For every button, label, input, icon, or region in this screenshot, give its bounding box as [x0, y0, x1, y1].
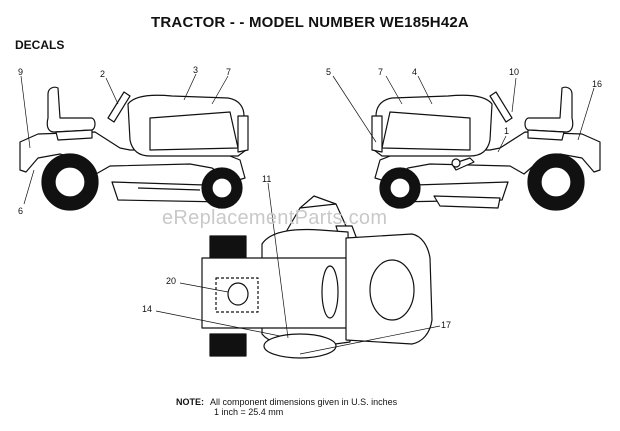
top-decal-20 — [215, 277, 259, 313]
top-rear-tire-lower — [209, 333, 247, 357]
top-hood — [345, 233, 433, 345]
dimension-note: NOTE: All component dimensions given in U… — [176, 397, 397, 417]
top-seat-back — [299, 195, 337, 209]
right-seat — [524, 86, 574, 133]
page-title: TRACTOR - - MODEL NUMBER WE185H42A — [151, 14, 469, 31]
right-deck-skirt — [433, 195, 501, 209]
top-hood-oval — [369, 259, 415, 321]
callout-5: 5 — [326, 67, 331, 77]
top-hood-left-bulge — [321, 265, 339, 319]
right-grille — [371, 115, 383, 153]
callout-14: 14 — [142, 304, 152, 314]
left-front-rim — [211, 177, 233, 199]
callout-9: 9 — [18, 67, 23, 77]
note-label: NOTE: — [176, 397, 204, 407]
tractor-top-view — [155, 182, 441, 359]
right-rear-rim — [540, 166, 572, 198]
left-body-shell — [19, 131, 246, 183]
right-seat-base — [527, 129, 565, 141]
top-rear-tire-upper — [209, 235, 247, 259]
callout-4: 4 — [412, 67, 417, 77]
callout-3: 3 — [193, 65, 198, 75]
callout-20: 20 — [166, 276, 176, 286]
left-deck-detail — [137, 187, 201, 191]
tractor-right-view — [332, 75, 601, 211]
left-seat — [46, 86, 96, 133]
note-line-2: 1 inch = 25.4 mm — [214, 407, 284, 417]
left-rear-rim — [54, 166, 86, 198]
watermark: eReplacementParts.com — [162, 207, 387, 229]
callout-1: 1 — [504, 126, 509, 136]
left-hood — [127, 94, 247, 157]
left-seat-base — [55, 129, 93, 141]
right-steering — [489, 91, 513, 123]
callout-10: 10 — [509, 67, 519, 77]
tractor-left-view — [19, 73, 249, 211]
top-front-deck — [263, 333, 337, 359]
left-steering — [107, 91, 131, 123]
right-hood — [373, 94, 493, 157]
callout-16: 16 — [592, 79, 602, 89]
callout-7: 7 — [226, 67, 231, 77]
callout-7-right: 7 — [378, 67, 383, 77]
top-decal-20-circle — [227, 282, 249, 306]
callout-6: 6 — [18, 206, 23, 216]
left-grille — [237, 115, 249, 153]
callout-11: 11 — [262, 174, 271, 184]
note-line-1: All component dimensions given in U.S. i… — [210, 397, 398, 407]
callout-2: 2 — [100, 69, 105, 79]
right-front-rim — [389, 177, 411, 199]
section-label: DECALS — [15, 38, 65, 52]
callout-17: 17 — [441, 320, 451, 330]
